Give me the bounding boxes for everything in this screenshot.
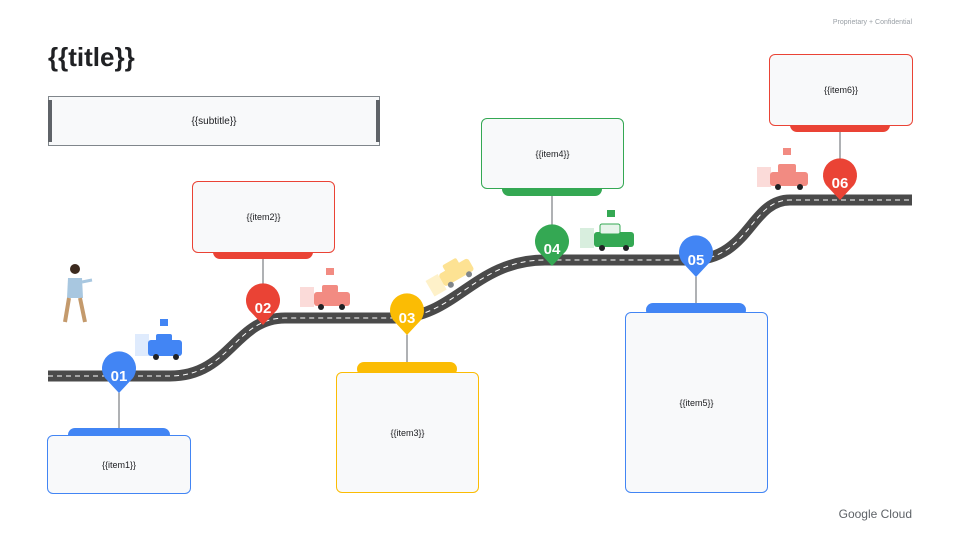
milestone-card-1: {{item1}} bbox=[47, 435, 191, 494]
milestone-card-6: {{item6}} bbox=[769, 54, 913, 126]
milestone-card-4-text: {{item4}} bbox=[535, 148, 570, 159]
milestone-number-05: 05 bbox=[688, 252, 705, 269]
milestone-pin-05 bbox=[678, 235, 714, 277]
walking-person-icon bbox=[63, 264, 93, 323]
milestone-pin-04 bbox=[535, 224, 569, 266]
milestone-number-04: 04 bbox=[544, 241, 561, 258]
milestone-card-5: {{item5}} bbox=[625, 312, 768, 493]
milestone-pin-06 bbox=[823, 158, 857, 200]
milestone-card-3-text: {{item3}} bbox=[390, 427, 425, 438]
car-icon-yellow bbox=[425, 258, 474, 297]
milestone-number-01: 01 bbox=[111, 368, 128, 385]
milestone-number-06: 06 bbox=[832, 175, 849, 192]
car-icon-green bbox=[580, 210, 634, 251]
confidential-label: Proprietary + Confidential bbox=[832, 19, 912, 26]
google-cloud-logo: Google Cloud bbox=[838, 507, 912, 521]
milestone-card-6-text: {{item6}} bbox=[823, 85, 859, 95]
milestone-card-1-text: {{item1}} bbox=[101, 459, 137, 470]
milestone-card-3: {{item3}} bbox=[336, 372, 479, 493]
milestone-pin-02 bbox=[245, 283, 280, 325]
milestone-pin-01 bbox=[102, 351, 136, 393]
page-title: {{title}} bbox=[48, 42, 135, 72]
road-centerline bbox=[48, 199, 912, 377]
milestone-pin-03 bbox=[390, 293, 424, 335]
milestone-card-4: {{item4}} bbox=[481, 118, 624, 189]
milestone-card-2-text: {{item2}} bbox=[246, 212, 281, 222]
milestone-number-03: 03 bbox=[399, 310, 416, 327]
subtitle-text: {{subtitle}} bbox=[191, 115, 237, 127]
subtitle-box: {{subtitle}} bbox=[48, 96, 380, 146]
car-icon-red bbox=[300, 268, 350, 310]
car-icon-red-2 bbox=[757, 148, 808, 190]
car-icon-blue bbox=[135, 319, 182, 360]
milestone-number-02: 02 bbox=[255, 300, 272, 317]
milestone-card-2: {{item2}} bbox=[192, 181, 335, 253]
milestone-card-5-text: {{item5}} bbox=[679, 397, 714, 408]
